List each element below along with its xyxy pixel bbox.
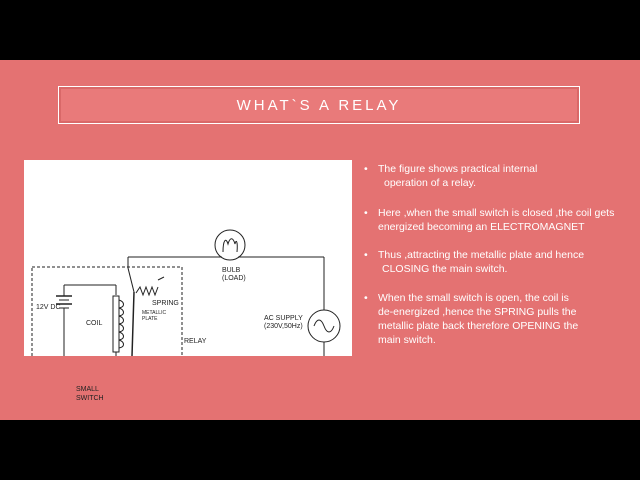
bullet-line: de-energized ,hence the SPRING pulls the: [378, 306, 577, 318]
bullet-dot-icon: •: [364, 249, 368, 261]
metallic-label: METALLIC: [142, 310, 167, 316]
coil-core: [112, 295, 120, 353]
ac-source-icon: [307, 309, 341, 343]
bullet-text: When the small switch is open, the coil …: [364, 291, 634, 347]
switch-label: SWITCH: [76, 395, 104, 402]
bullet-line: CLOSING the main switch.: [382, 263, 508, 275]
bullet-text: The figure shows practical internal oper…: [364, 162, 634, 190]
bullet-text: Here ,when the small switch is closed ,t…: [364, 206, 634, 234]
bullet-line: metallic plate back therefore OPENING th…: [378, 320, 579, 332]
relay-boundary: [31, 266, 183, 356]
bullet-item: • Here ,when the small switch is closed …: [364, 206, 634, 234]
relay-circuit-diagram: [31, 229, 341, 356]
bullet-item: • The figure shows practical internal op…: [364, 162, 634, 190]
small-label: SMALL: [76, 386, 99, 393]
bullet-dot-icon: •: [364, 207, 368, 219]
bullet-text: Thus ,attracting the metallic plate and …: [364, 248, 634, 276]
bullet-line: When the small switch is open, the coil …: [378, 292, 569, 304]
bulb-label: BULB: [222, 267, 241, 274]
bullet-line: Here ,when the small switch is closed ,t…: [378, 207, 615, 219]
coil-winding-icon: [118, 299, 124, 349]
dc-label: 12V DC: [36, 304, 61, 311]
bullet-line: main switch.: [378, 334, 436, 346]
title-box: WHAT`S A RELAY: [58, 86, 580, 124]
bulb-filament-icon: [222, 238, 238, 253]
slide: WHAT`S A RELAY: [0, 60, 640, 420]
relay-label: RELAY: [184, 338, 207, 345]
ac-supply-label: AC SUPPLY: [264, 315, 303, 322]
bullet-line: Thus ,attracting the metallic plate and …: [378, 249, 585, 261]
plate-label: PLATE: [142, 316, 158, 322]
bullet-item: • When the small switch is open, the coi…: [364, 291, 634, 347]
slide-title: WHAT`S A RELAY: [236, 96, 402, 114]
bulb-icon: [214, 229, 246, 261]
load-label: (LOAD): [222, 275, 246, 282]
bullet-dot-icon: •: [364, 163, 368, 175]
ac-wave-icon: [313, 319, 335, 333]
bullet-line: energized becoming an ELECTROMAGNET: [378, 221, 585, 233]
spring-label: SPRING: [152, 300, 179, 307]
ac-rating-label: (230V,50Hz): [264, 323, 303, 330]
bullet-line: The figure shows practical internal: [378, 163, 538, 175]
metallic-plate: [131, 291, 135, 356]
bullet-dot-icon: •: [364, 292, 368, 304]
bullet-line: operation of a relay.: [384, 177, 477, 189]
spring-icon: [135, 285, 159, 297]
armature: [127, 267, 135, 293]
relay-circuit-figure: BULB (LOAD) SPRING METALLIC PLATE 12V DC…: [24, 160, 352, 402]
coil-label: COIL: [86, 320, 103, 327]
bullet-item: • Thus ,attracting the metallic plate an…: [364, 248, 634, 276]
